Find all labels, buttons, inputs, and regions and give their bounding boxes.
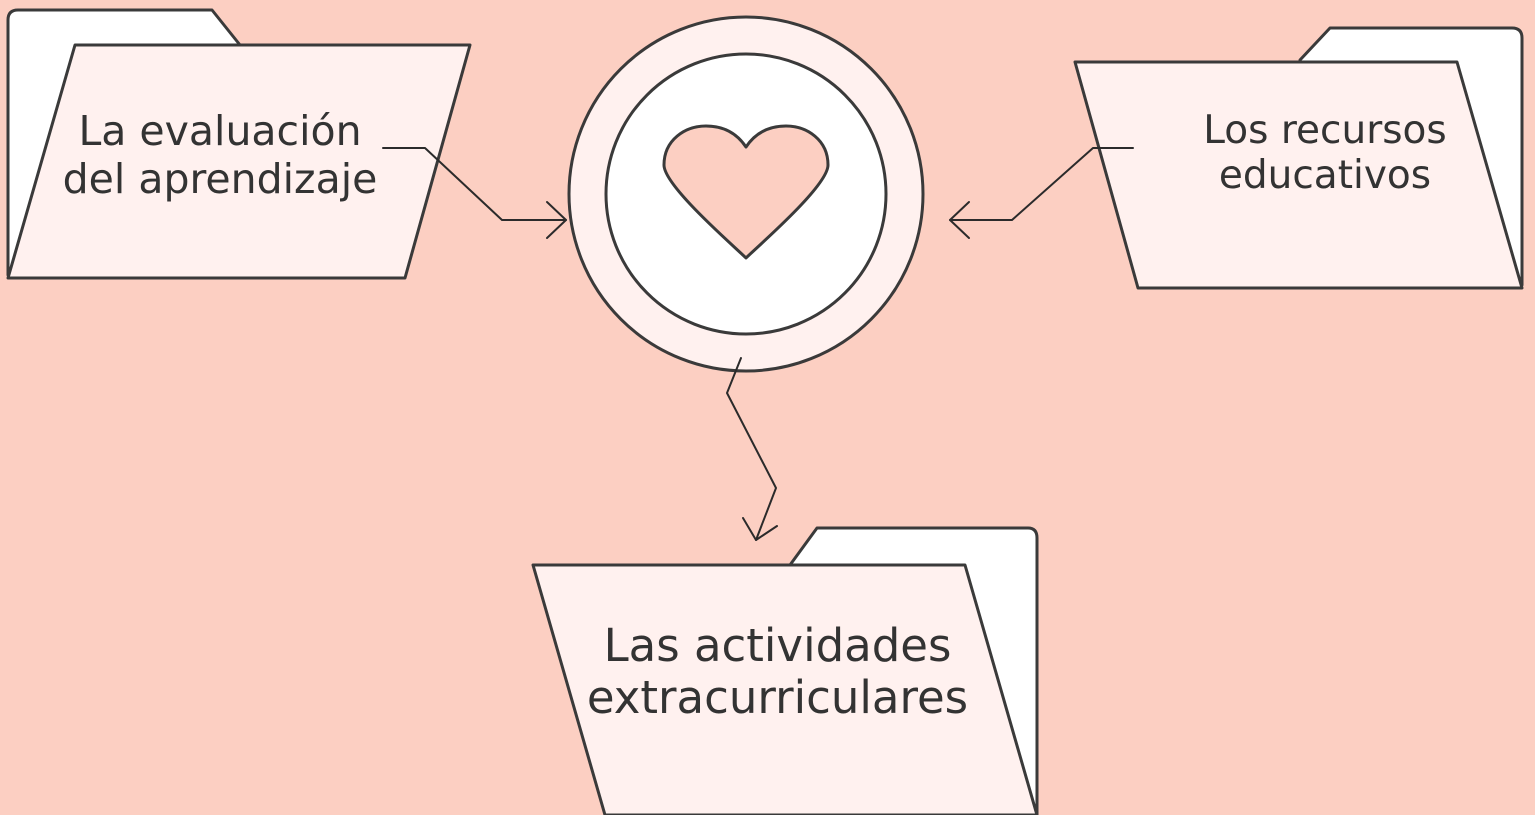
label-evaluacion: La evaluación del aprendizaje xyxy=(30,107,410,203)
label-actividades: Las actividades extracurriculares xyxy=(545,619,1010,725)
label-actividades-line1: Las actividades xyxy=(603,619,952,672)
label-recursos-line2: educativos xyxy=(1218,153,1432,199)
label-evaluacion-line2: del aprendizaje xyxy=(62,154,378,203)
label-recursos: Los recursos educativos xyxy=(1150,108,1500,198)
folder-actividades-front xyxy=(531,563,1039,815)
folder-recursos xyxy=(1073,26,1524,290)
label-actividades-line2: extracurriculares xyxy=(586,671,969,725)
arrow-evaluacion-to-center xyxy=(382,147,567,239)
label-evaluacion-line1: La evaluación xyxy=(78,107,362,155)
arrow-recursos-to-center xyxy=(949,147,1134,239)
folder-evaluacion-front xyxy=(6,43,472,280)
heart-icon xyxy=(662,124,830,260)
center-heart-badge xyxy=(567,15,925,373)
folder-actividades xyxy=(531,526,1039,815)
folder-recursos-front xyxy=(1073,60,1524,290)
folder-evaluacion xyxy=(6,8,472,280)
label-recursos-line1: Los recursos xyxy=(1203,108,1447,153)
arrow-center-to-actividades xyxy=(726,357,778,541)
